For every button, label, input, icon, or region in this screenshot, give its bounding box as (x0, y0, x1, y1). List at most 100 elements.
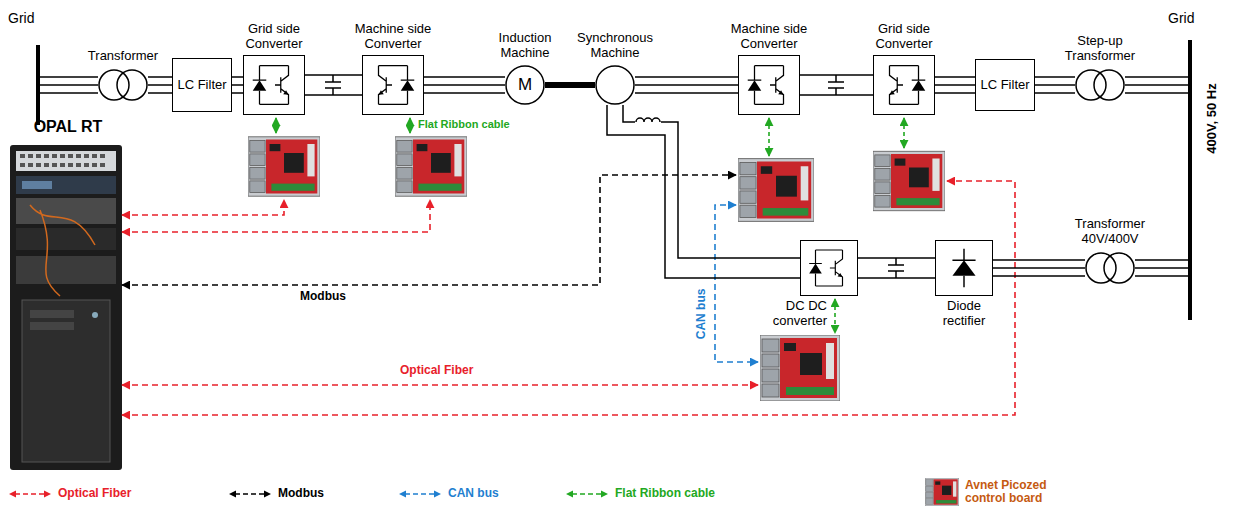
can-bus-link (715, 205, 758, 362)
power-wire (1035, 76, 1075, 78)
component-label: Step-up Transformer (1055, 34, 1145, 64)
line-sample (235, 493, 265, 495)
diode-symbol (952, 260, 975, 275)
machine-symbol (506, 66, 544, 104)
power-wire (858, 258, 935, 278)
power-wire (1125, 76, 1190, 78)
line-sample (572, 493, 602, 495)
component-label: Machine side Converter (723, 22, 815, 52)
power-wire (1135, 267, 1190, 269)
link-label: CAN bus (695, 284, 709, 344)
ribbon-cable-link (903, 118, 905, 148)
filter-box: LC Filter (172, 58, 232, 112)
machine-symbol (595, 65, 635, 105)
control-board-key: Avnet Picozed control board (925, 478, 1060, 506)
modbus-link (122, 175, 736, 285)
opal-rt-rack (16, 176, 116, 194)
transformer-symbol (1086, 253, 1116, 283)
transformer-symbol (98, 68, 148, 102)
power-wire (232, 92, 243, 94)
power-wire (38, 92, 98, 94)
grid-label: Grid (1168, 10, 1194, 26)
power-wire (993, 260, 1085, 276)
link-label: Modbus (300, 290, 346, 304)
power-wire (1135, 259, 1190, 261)
can-bus-link (715, 205, 758, 362)
power-wire (635, 76, 738, 78)
power-wire (232, 84, 243, 86)
transformer-symbol (1076, 70, 1106, 100)
power-wire (148, 76, 172, 78)
opal-rt-rack (30, 205, 95, 296)
igbt-diode-symbol (748, 66, 784, 105)
power-wire (424, 76, 505, 78)
switch-symbol (363, 56, 423, 114)
power-wire (1125, 92, 1190, 94)
field-coil (635, 119, 661, 125)
switch-symbol (739, 56, 799, 114)
igbt-diode-symbol (748, 66, 784, 105)
opal-rt-rack (20, 154, 105, 167)
line-sample (44, 490, 51, 497)
igbt-diode-symbol (809, 264, 822, 274)
power-wire (993, 275, 1085, 277)
igbt-diode-symbol (283, 90, 288, 94)
power-wire (1035, 84, 1075, 86)
dc-link-capacitor (325, 75, 341, 95)
grid-rating: 400V, 50 Hz (1205, 78, 1220, 158)
control-board (873, 151, 945, 210)
power-wire (232, 77, 243, 93)
control-board (248, 137, 320, 196)
optical-fiber-link (122, 181, 1015, 415)
shaft-line (545, 85, 595, 86)
transformer-symbol (99, 70, 129, 100)
power-wire (424, 92, 505, 94)
opal-rt-rack (16, 198, 116, 224)
line-sample (405, 493, 435, 495)
switch-symbol (874, 56, 934, 114)
transformer-symbol (1094, 70, 1124, 100)
igbt-diode-symbol (890, 66, 926, 105)
power-wire (935, 76, 975, 78)
control-board (738, 159, 814, 222)
rectifier-box: Diode rectifier (935, 240, 993, 296)
converter-box: Machine side Converter (362, 55, 424, 115)
opal-rt-rack (10, 145, 122, 470)
line-sample (601, 490, 608, 497)
line-sample (15, 493, 45, 495)
power-wire (993, 259, 1085, 261)
igbt-diode-symbol (809, 250, 842, 286)
line-sample (8, 488, 52, 500)
igbt-diode-symbol (253, 80, 267, 91)
modbus-link (122, 175, 736, 285)
line-sample (264, 490, 271, 497)
can-bus-key: CAN bus (398, 487, 499, 500)
line-sample (566, 490, 573, 497)
link-label: Optical Fiber (400, 364, 473, 378)
board-icon (925, 478, 959, 506)
box-text: M (505, 65, 545, 105)
component-label: Diode rectifier (929, 299, 999, 329)
opal-rt-rack (16, 151, 116, 171)
machine-circle: Induction MachineM (505, 65, 545, 105)
component-label: Machine side Converter (347, 22, 439, 52)
power-wire (1035, 92, 1075, 94)
component-label: Transformer (78, 49, 168, 64)
transformer: Transformer (98, 68, 148, 102)
power-wire (935, 84, 975, 86)
igbt-diode-symbol (809, 250, 842, 286)
switch-symbol (936, 241, 992, 295)
component-label: Synchronous Machine (569, 31, 661, 61)
line-sample (434, 490, 441, 497)
simulator-title: OPAL RT (18, 118, 118, 136)
ribbon-cable-link (276, 118, 904, 333)
igbt-diode-symbol (379, 90, 384, 94)
power-wire (993, 267, 1085, 269)
power-wire (935, 92, 975, 94)
line-sample (229, 490, 236, 497)
power-wire (1035, 77, 1075, 93)
igbt-diode-symbol (912, 80, 926, 91)
component-label: Induction Machine (490, 31, 560, 61)
board-icon (925, 478, 959, 506)
